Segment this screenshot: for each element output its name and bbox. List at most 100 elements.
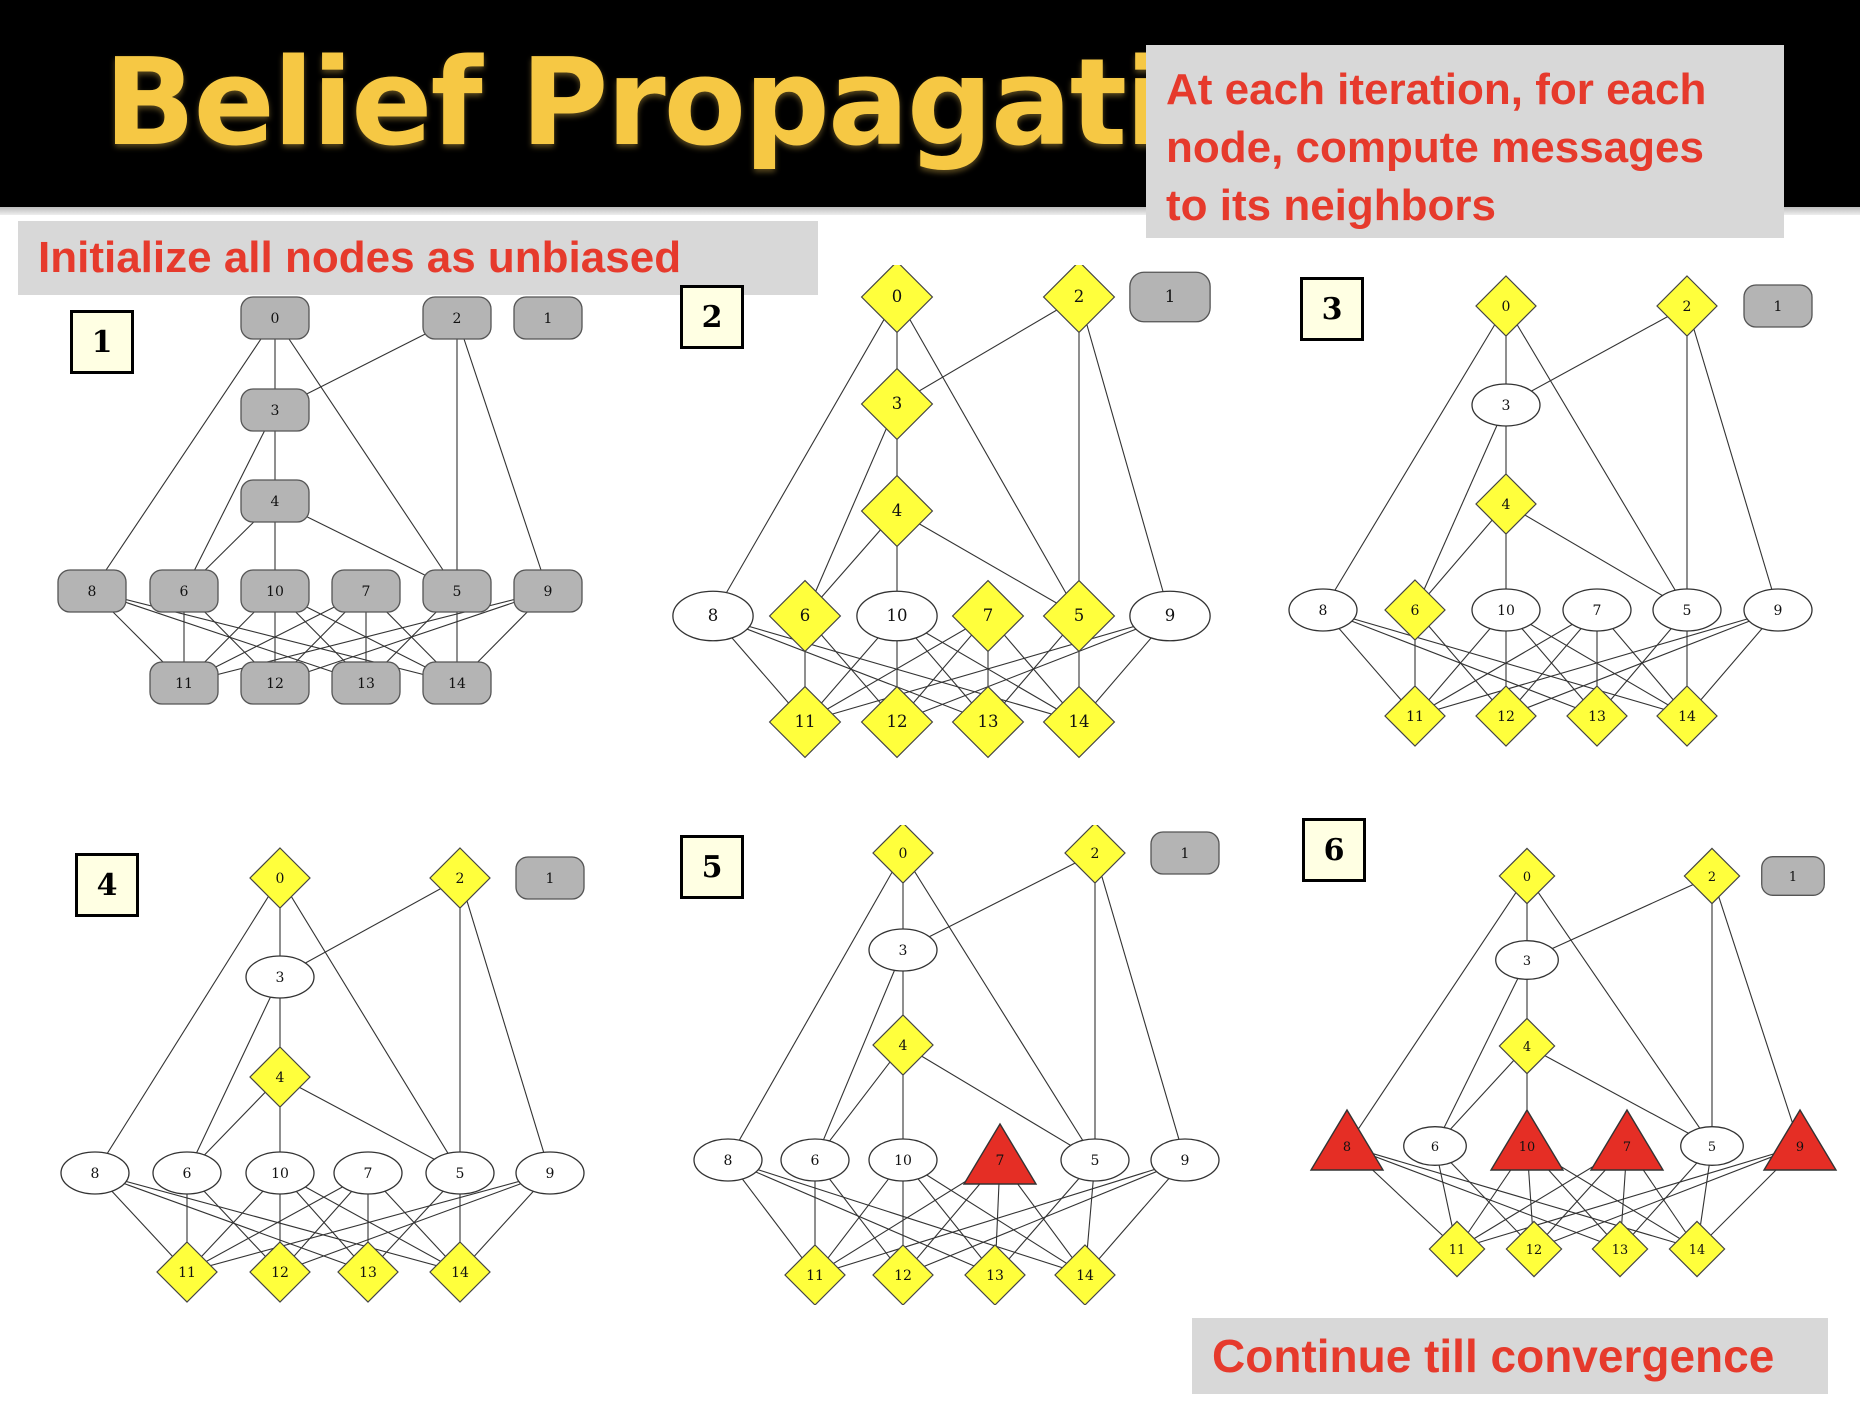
edge-0-5: [274, 317, 458, 592]
edge-0-5: [1505, 305, 1688, 611]
node-3: 3: [868, 928, 938, 972]
edge-9-12: [1533, 1145, 1801, 1250]
node-7-shape: [1589, 1108, 1665, 1171]
node-2: 2: [1064, 822, 1126, 884]
node-4-shape: [240, 479, 310, 523]
node-11-shape: [1428, 1220, 1486, 1278]
edge-8-13: [94, 1172, 369, 1273]
edge-3-6: [1414, 404, 1507, 611]
node-10: 10: [868, 1138, 938, 1182]
edge-2-9: [1711, 875, 1801, 1147]
edge-2-9: [1094, 852, 1186, 1161]
node-12: 12: [1505, 1220, 1563, 1278]
node-1-label: 1: [1789, 870, 1797, 885]
node-8: 8: [1309, 1108, 1385, 1171]
node-8-label: 8: [708, 606, 719, 625]
node-0-label: 0: [271, 311, 280, 327]
node-5-label: 5: [1683, 603, 1692, 619]
node-9: 9: [1150, 1138, 1220, 1182]
edge-0-8: [712, 296, 898, 617]
node-6-label: 6: [800, 606, 811, 625]
node-10-label: 10: [1519, 1140, 1535, 1155]
node-4: 4: [240, 479, 310, 523]
node-10-label: 10: [1497, 603, 1515, 619]
node-6-shape: [1384, 579, 1446, 641]
node-6-shape: [780, 1138, 850, 1182]
node-9-label: 9: [1181, 1153, 1190, 1169]
edge-6-12: [1434, 1145, 1535, 1250]
node-3-shape: [240, 388, 310, 432]
node-8-shape: [1288, 588, 1358, 632]
node-3-label: 3: [271, 403, 280, 419]
node-13-shape: [951, 685, 1025, 759]
node-10: 10: [240, 569, 310, 613]
node-4-shape: [249, 1046, 311, 1108]
node-13: 13: [1591, 1220, 1649, 1278]
edge-4-5: [1526, 1045, 1713, 1147]
node-2: 2: [1042, 260, 1116, 334]
node-9: 9: [515, 1151, 585, 1195]
node-3: 3: [860, 367, 934, 441]
node-4-label: 4: [899, 1038, 908, 1054]
node-1: 1: [1150, 831, 1220, 875]
node-13-shape: [337, 1241, 399, 1303]
step-6-label: 6: [1302, 818, 1366, 882]
node-2-shape: [1656, 275, 1718, 337]
node-11-shape: [1384, 685, 1446, 747]
node-5-shape: [425, 1151, 495, 1195]
node-4: 4: [249, 1046, 311, 1108]
node-0-label: 0: [892, 287, 903, 306]
node-0: 0: [872, 822, 934, 884]
node-9: 9: [1743, 588, 1813, 632]
edge-4-5: [279, 1076, 461, 1174]
node-1-shape: [513, 296, 583, 340]
edge-3-6: [804, 403, 898, 617]
node-6: 6: [1403, 1126, 1467, 1166]
node-12: 12: [1475, 685, 1537, 747]
node-14-label: 14: [451, 1265, 469, 1281]
edge-2-3: [902, 852, 1096, 951]
node-10: 10: [245, 1151, 315, 1195]
node-12: 12: [249, 1241, 311, 1303]
node-4-shape: [860, 474, 934, 548]
node-7: 7: [1562, 588, 1632, 632]
node-8-shape: [60, 1151, 130, 1195]
node-5-label: 5: [453, 584, 462, 600]
edge-2-3: [896, 296, 1080, 405]
node-8-shape: [1309, 1108, 1385, 1171]
node-10-label: 10: [894, 1153, 912, 1169]
node-14: 14: [422, 661, 492, 705]
node-4: 4: [1498, 1017, 1556, 1075]
node-13-shape: [1566, 685, 1628, 747]
node-0-shape: [872, 822, 934, 884]
node-12: 12: [860, 685, 934, 759]
node-10: 10: [1489, 1108, 1565, 1171]
node-9-label: 9: [1796, 1140, 1804, 1155]
node-3-shape: [868, 928, 938, 972]
node-9-shape: [515, 1151, 585, 1195]
edge-3-6: [183, 409, 276, 592]
node-11-label: 11: [794, 712, 815, 731]
node-11-label: 11: [1449, 1243, 1465, 1258]
node-0-shape: [240, 296, 310, 340]
node-2: 2: [1683, 847, 1741, 905]
edge-4-5: [896, 510, 1080, 617]
node-1-shape: [515, 856, 585, 900]
node-11: 11: [784, 1244, 846, 1306]
node-9-shape: [1150, 1138, 1220, 1182]
node-13-label: 13: [986, 1268, 1004, 1284]
node-6-shape: [768, 579, 842, 653]
node-4-shape: [1498, 1017, 1556, 1075]
edge-2-9: [1686, 305, 1779, 611]
node-9-label: 9: [1774, 603, 1783, 619]
node-13-label: 13: [359, 1265, 377, 1281]
edge-2-9: [459, 877, 551, 1174]
node-14-shape: [1668, 1220, 1726, 1278]
